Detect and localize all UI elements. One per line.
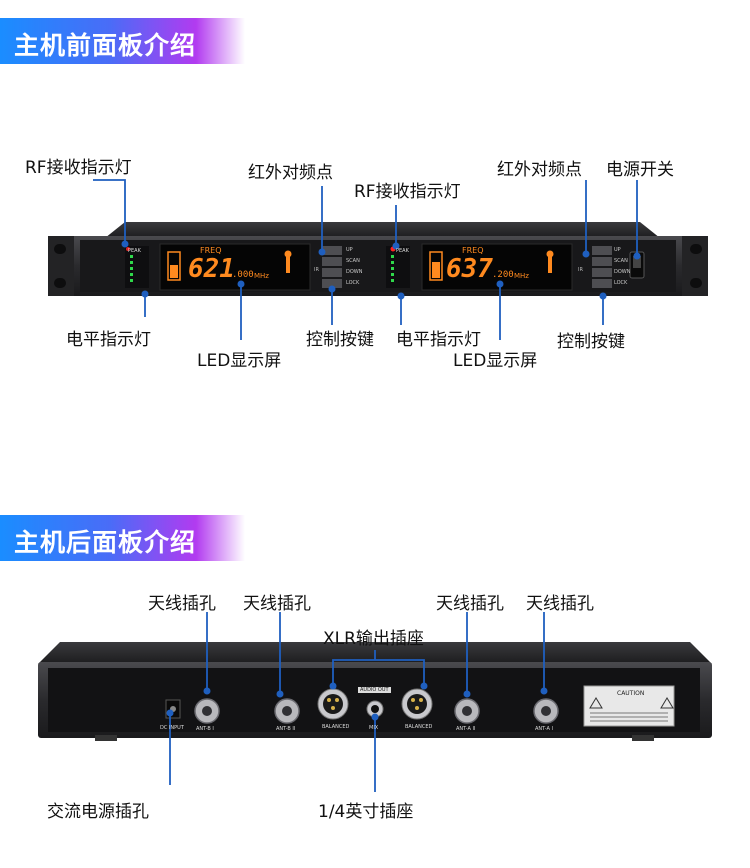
display-left-frequency-decimal: .000 [232,270,254,280]
display-right-frequency: 637 [446,254,493,284]
label-antenna-jack-1: 天线插孔 [148,594,216,614]
ant-b2-label: ANT-B II [276,726,296,732]
label-antenna-jack-2: 天线插孔 [243,594,311,614]
balanced-label-1: BALANCED [322,724,350,730]
label-level-indicator-right: 电平指示灯 [396,330,481,350]
display-right-freq-label: FREQ [462,246,484,255]
dc-input-label: DC INPUT [160,725,184,731]
ant-b1-label: ANT-B I [196,726,214,732]
ir-mark-right: IR [578,267,583,273]
display-left-unit: MHz [254,272,269,280]
caution-label: CAUTION [617,690,645,697]
label-ir-pairing-left: 红外对频点 [248,163,333,183]
ant-a1-label: ANT-A I [535,726,553,732]
ant-a2-label: ANT-A II [456,726,476,732]
rear-panel-title: 主机后面板介绍 [14,528,197,557]
display-right-unit: MHz [514,272,529,280]
label-antenna-jack-4: 天线插孔 [526,594,594,614]
button-up-left[interactable]: UP [346,247,353,253]
display-left-frequency: 621 [188,254,235,284]
button-down-left[interactable]: DOWN [346,269,363,275]
label-ac-power-jack: 交流电源插孔 [47,802,149,822]
label-xlr-output: XLR输出插座 [323,629,424,649]
button-lock-left[interactable]: LOCK [346,280,360,286]
label-control-buttons-left: 控制按键 [306,330,374,350]
front-panel-title: 主机前面板介绍 [14,31,197,60]
label-control-buttons-right: 控制按键 [557,332,625,352]
button-scan-right[interactable]: SCAN [614,258,628,264]
label-led-display-left: LED显示屏 [197,351,282,371]
label-ir-pairing-right: 红外对频点 [497,160,582,180]
rear-leader-lines [169,612,545,792]
label-quarter-inch-jack: 1/4英寸插座 [318,802,414,822]
label-antenna-jack-3: 天线插孔 [436,594,504,614]
display-left-freq-label: FREQ [200,246,222,255]
label-led-display-right: LED显示屏 [453,351,538,371]
button-up-right[interactable]: UP [614,247,621,253]
front-panel-device [48,222,708,296]
meter-right-peak-label: PEAK [396,248,409,254]
label-rf-indicator-right: RF接收指示灯 [354,182,461,202]
button-lock-right[interactable]: LOCK [614,280,628,286]
mix-label: MIX [369,725,379,731]
button-scan-left[interactable]: SCAN [346,258,360,264]
rear-panel-banner: 主机后面板介绍 [0,515,245,561]
balanced-label-2: BALANCED [405,724,433,730]
button-down-right[interactable]: DOWN [614,269,631,275]
display-right-frequency-decimal: .200 [492,270,514,280]
front-panel-banner: 主机前面板介绍 [0,18,245,64]
label-rf-indicator-left: RF接收指示灯 [25,158,132,178]
audio-out-label: AUDIO OUT [358,687,391,693]
label-level-indicator-left: 电平指示灯 [66,330,151,350]
meter-left-peak-label: PEAK [128,248,141,254]
front-leader-lines [93,179,638,340]
label-power-switch: 电源开关 [606,160,674,180]
ir-mark-left: IR [314,267,319,273]
